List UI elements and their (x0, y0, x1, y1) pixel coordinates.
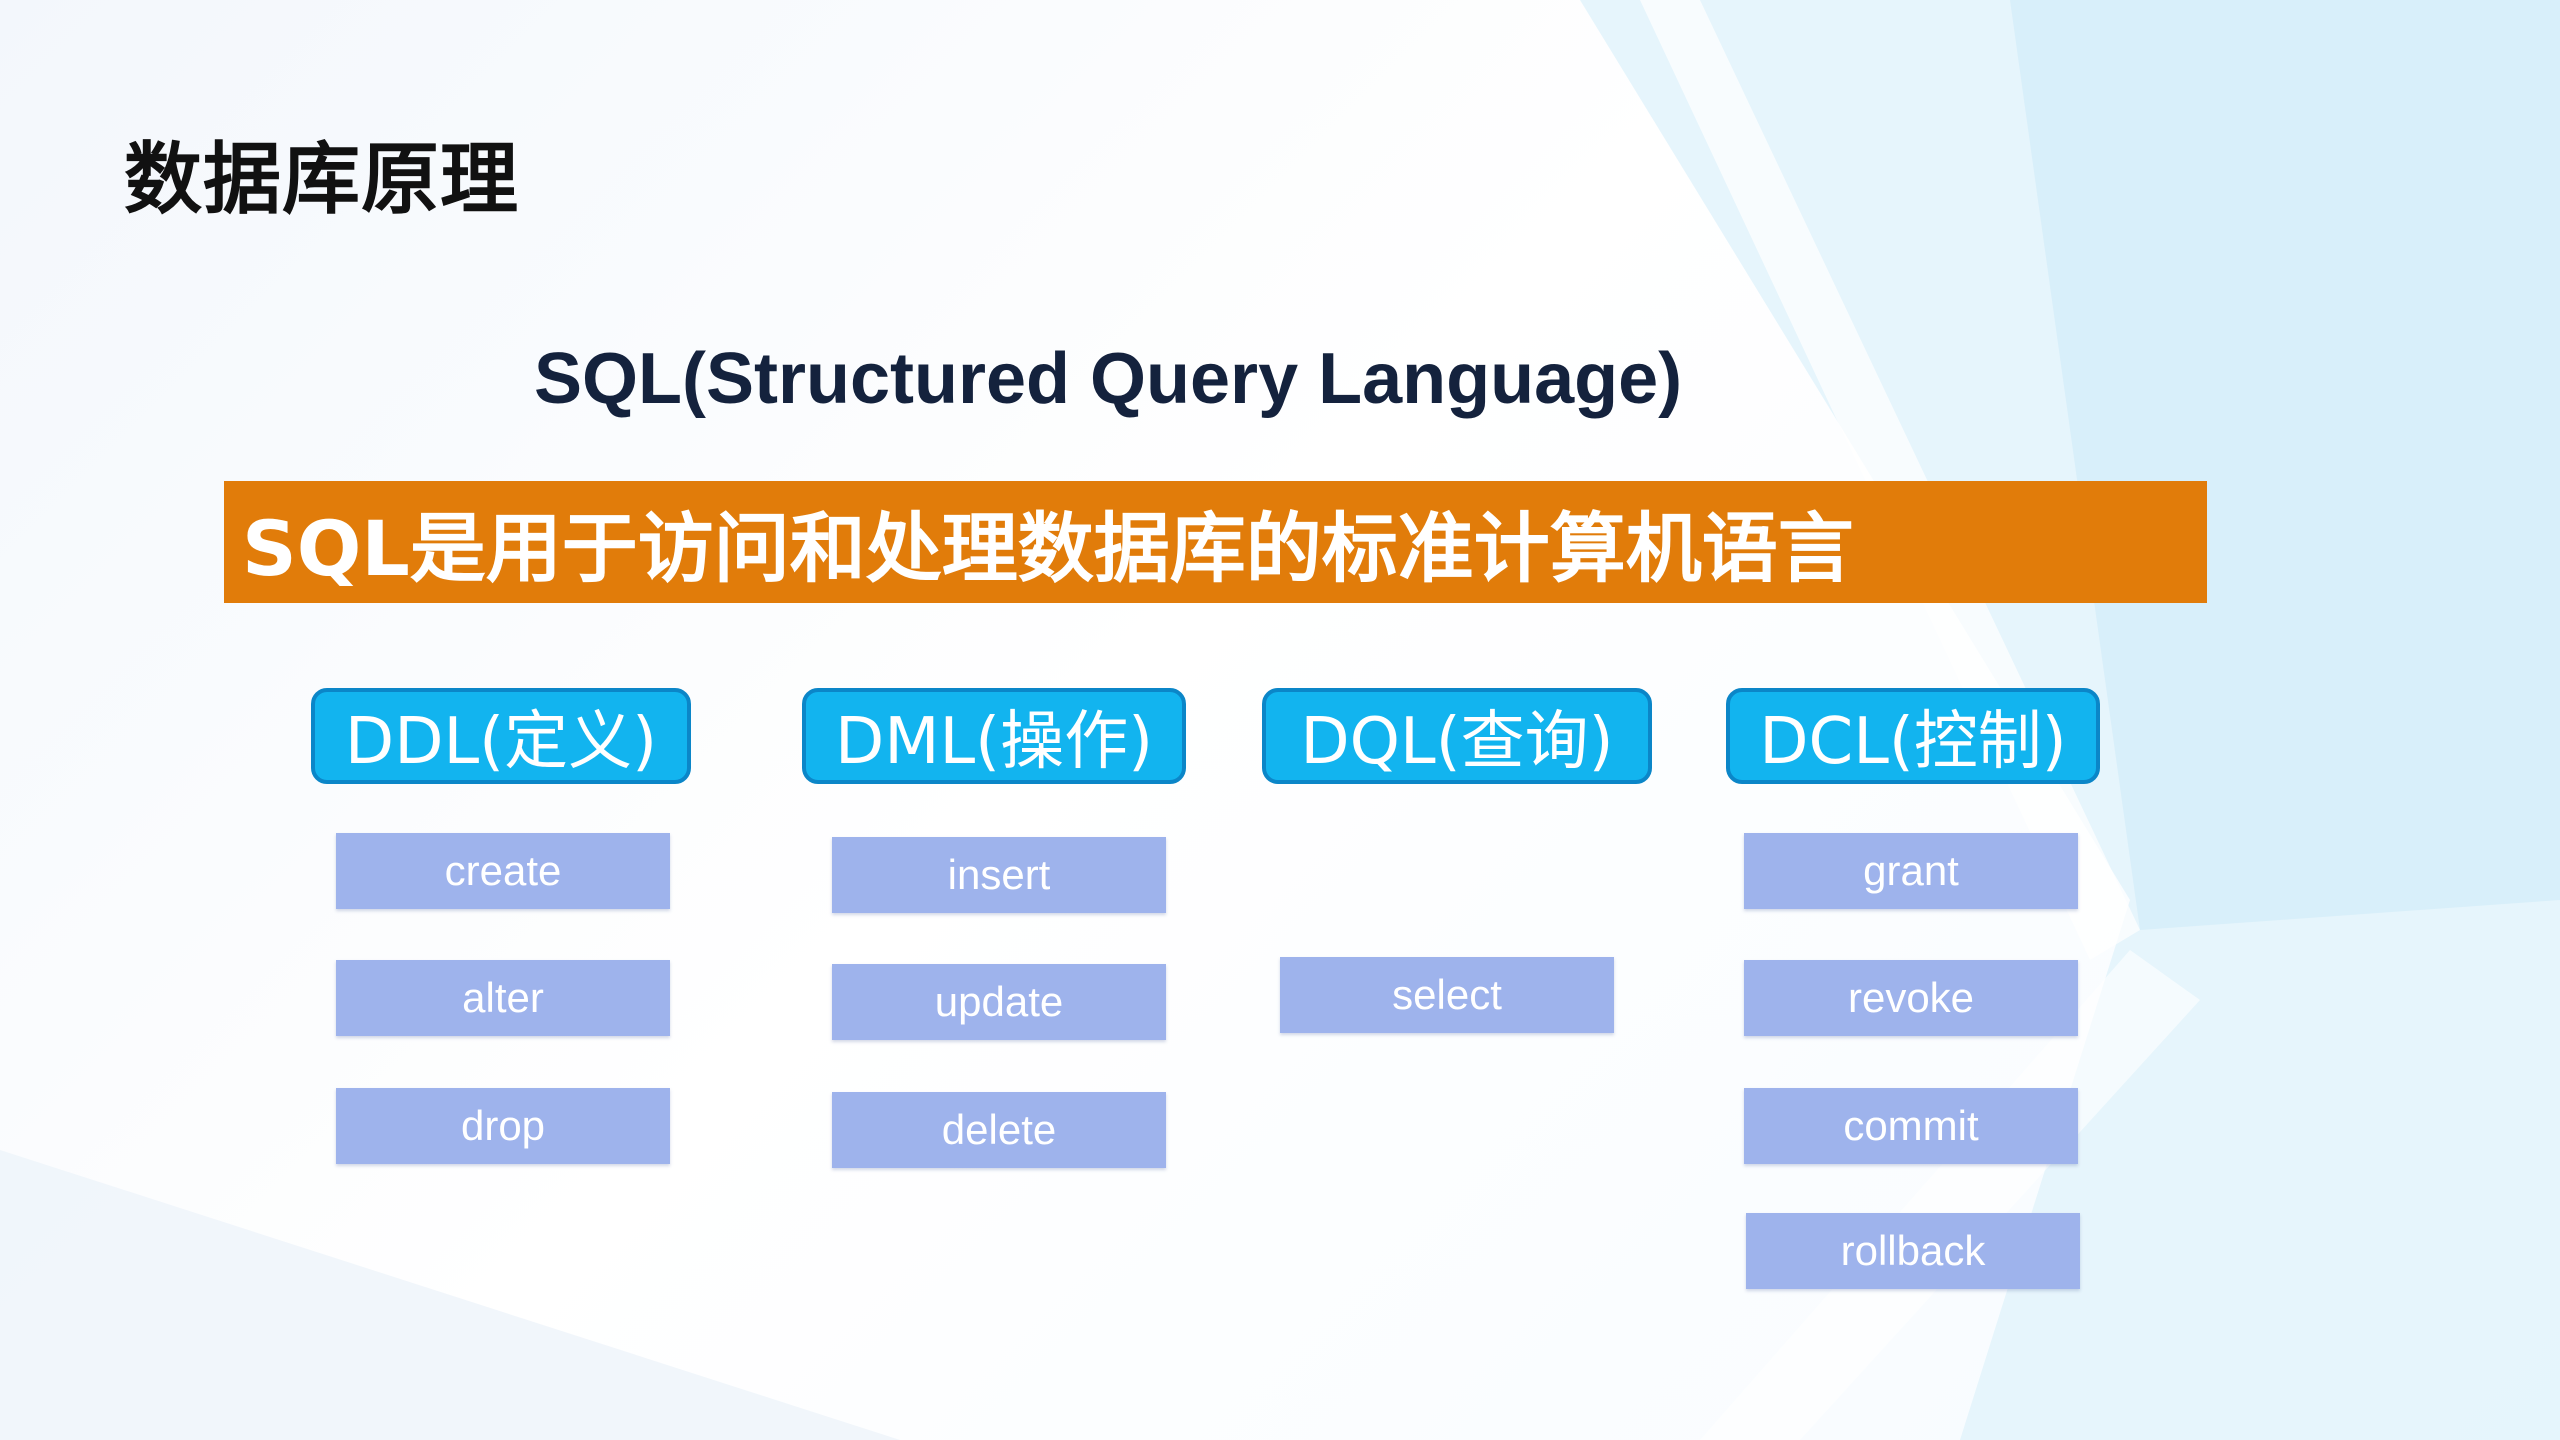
command-delete: delete (832, 1092, 1166, 1168)
command-create: create (336, 833, 670, 909)
category-ddl: DDL(定义) (311, 688, 691, 784)
page-title: 数据库原理 (124, 135, 520, 223)
definition-banner-text: SQL是用于访问和处理数据库的标准计算机语言 (242, 504, 1854, 593)
command-insert: insert (832, 837, 1166, 913)
command-drop: drop (336, 1088, 670, 1164)
command-select: select (1280, 957, 1614, 1033)
command-grant: grant (1744, 833, 2078, 909)
sql-heading: SQL(Structured Query Language) (534, 339, 1683, 419)
command-revoke: revoke (1744, 960, 2078, 1036)
command-rollback: rollback (1746, 1213, 2080, 1289)
category-dml: DML(操作) (802, 688, 1186, 784)
command-update: update (832, 964, 1166, 1040)
category-dql: DQL(查询) (1262, 688, 1652, 784)
category-dcl: DCL(控制) (1726, 688, 2100, 784)
command-alter: alter (336, 960, 670, 1036)
definition-banner: SQL是用于访问和处理数据库的标准计算机语言 (224, 481, 2207, 603)
command-commit: commit (1744, 1088, 2078, 1164)
